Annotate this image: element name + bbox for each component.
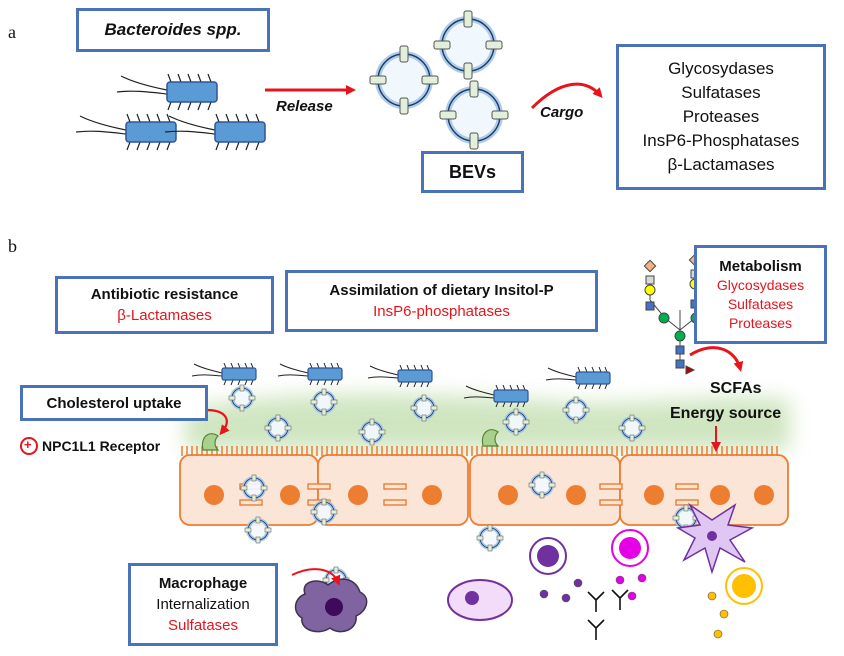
immune-cell (447, 579, 513, 621)
metabolism-enzyme: Sulfatases (727, 295, 794, 312)
energy-source-label: Energy source (670, 405, 782, 422)
cholesterol-arrow (205, 408, 230, 436)
assimilation-box: Assimilation of dietary Insitol-P InsP6-… (285, 270, 598, 332)
bacterium (164, 113, 266, 151)
vesicle (475, 523, 505, 553)
assimilation-enzyme: InsP6-phosphatases (373, 303, 510, 320)
macrophage-cell (294, 578, 368, 633)
macrophage-box: Macrophage Internalization Sulfatases (128, 563, 278, 646)
bacterium (191, 362, 257, 386)
particles-magenta (615, 573, 647, 601)
particles-purple (539, 578, 583, 603)
plus-circle-icon (20, 437, 38, 455)
vesicle (434, 11, 502, 79)
assimilation-title: Assimilation of dietary Insitol-P (329, 282, 554, 299)
metabolism-enzyme: Proteases (728, 314, 793, 331)
panel-b-letter: b (8, 236, 17, 256)
antibiotic-box: Antibiotic resistance β-Lactamases (55, 276, 274, 334)
antibiotic-enzyme: β-Lactamases (117, 307, 212, 324)
macrophage-arrow (291, 568, 341, 586)
cholesterol-box: Cholesterol uptake (20, 385, 208, 421)
cargo-item: Glycosydases (668, 59, 774, 78)
release-label: Release (276, 98, 333, 115)
antibiotic-title: Antibiotic resistance (90, 286, 239, 303)
cargo-item: β-Lactamases (667, 155, 775, 174)
species-label: Bacteroides spp. (104, 20, 242, 39)
bacterium (367, 364, 433, 388)
npc1l1-receptor (201, 433, 220, 451)
cargo-item: InsP6-Phosphatases (642, 131, 800, 150)
metabolism-arrow (689, 346, 744, 372)
antibodies (587, 589, 629, 640)
macrophage-title: Macrophage (158, 575, 248, 592)
macrophage-subtitle: Internalization (156, 596, 250, 613)
cargo-arrow (530, 82, 603, 110)
bacterium (75, 113, 177, 151)
cargo-label: Cargo (540, 104, 584, 121)
species-box: Bacteroides spp. (76, 8, 270, 52)
panel-a-graphic (75, 0, 603, 230)
vesicle (440, 81, 508, 149)
bevs-box: BEVs (421, 151, 524, 193)
receptor-label: NPC1L1 Receptor (42, 438, 161, 454)
metabolism-title: Metabolism (719, 257, 802, 275)
bacterium (545, 366, 611, 390)
dendritic-cell (675, 502, 755, 575)
cholesterol-title: Cholesterol uptake (46, 394, 182, 412)
scfa-label: SCFAs (710, 380, 762, 397)
glycan-structure (643, 253, 702, 375)
nuclei (204, 485, 774, 505)
panel-b-graphic (20, 253, 790, 640)
bacterium (277, 362, 343, 386)
cargo-item: Proteases (682, 107, 760, 126)
bevs-label: BEVs (448, 161, 497, 182)
npc1l1-receptor (481, 429, 500, 447)
macrophage-enzyme: Sulfatases (167, 617, 239, 634)
vesicle (370, 46, 438, 114)
bacterium (116, 73, 218, 111)
metabolism-enzyme: Glycosydases (716, 276, 805, 293)
cargo-item: Sulfatases (681, 83, 761, 102)
metabolism-box: Metabolism Glycosydases Sulfatases Prote… (694, 245, 827, 344)
panel-a-letter: a (8, 22, 16, 42)
particles-yellow (707, 591, 729, 639)
cargo-box: Glycosydases Sulfatases Proteases InsP6-… (616, 44, 826, 190)
receptor-sign: + (24, 437, 32, 452)
epithelial-cell (317, 454, 469, 526)
